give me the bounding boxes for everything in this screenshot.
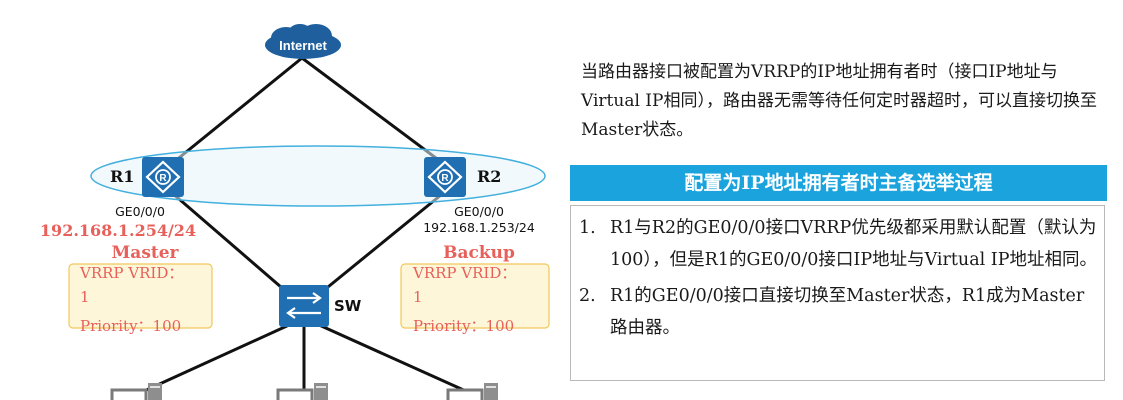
step-number: 1. <box>579 218 596 238</box>
r2-priority: Priority：100 <box>413 317 514 335</box>
intro-text: 当路由器接口被配置为VRRP的IP地址拥有者时（接口IP地址与Virtual I… <box>581 62 1097 140</box>
internet-cloud-icon <box>265 24 341 59</box>
list-item: 2. R1的GE0/0/0接口直接切换至Master状态，R1成为Master路… <box>571 280 1104 344</box>
pc-icon <box>446 383 498 400</box>
link-sw-pc3 <box>307 318 469 394</box>
step-number: 2. <box>579 286 596 306</box>
r2-interface: GE0/0/0 <box>454 204 504 219</box>
r1-ip: 192.168.1.254/24 <box>40 221 196 240</box>
r1-role: Master <box>111 243 179 263</box>
svg-text:R: R <box>159 173 167 184</box>
steps-list: 1. R1与R2的GE0/0/0接口VRRP优先级都采用默认配置（默认为100）… <box>571 212 1104 344</box>
step-text: R1与R2的GE0/0/0接口VRRP优先级都采用默认配置（默认为100），但是… <box>610 218 1097 270</box>
r2-ip: 192.168.1.253/24 <box>423 220 535 235</box>
vrrp-topology-diagram: Internet R R1 R R2 GE0/0/0 192.168.1.254… <box>40 24 550 400</box>
pc-icon <box>110 383 162 400</box>
r2-label: R2 <box>477 167 501 186</box>
r1-vrrp-box <box>68 263 213 329</box>
r2-vrrp-vrid-value: 1 <box>413 288 423 306</box>
r2-role: Backup <box>443 243 515 263</box>
panel-title: 配置为IP地址拥有者时主备选举过程 <box>570 165 1107 201</box>
step-text: R1的GE0/0/0接口直接切换至Master状态，R1成为Master路由器。 <box>610 286 1085 338</box>
r1-vrrp-vrid-value: 1 <box>80 288 90 306</box>
link-r1-sw <box>163 184 297 302</box>
list-item: 1. R1与R2的GE0/0/0接口VRRP优先级都采用默认配置（默认为100）… <box>571 212 1104 276</box>
r2-vrrp-box <box>400 263 550 329</box>
router-icon: R <box>424 157 466 197</box>
router-icon: R <box>142 157 184 197</box>
r1-priority: Priority：100 <box>80 317 181 335</box>
r1-label: R1 <box>110 167 134 186</box>
switch-icon <box>279 285 329 327</box>
link-sw-pc1 <box>141 318 301 394</box>
steps-panel: 1. R1与R2的GE0/0/0接口VRRP优先级都采用默认配置（默认为100）… <box>570 205 1105 381</box>
r1-vrrp-vrid: VRRP VRID： <box>79 264 183 282</box>
pc-icon <box>276 383 328 400</box>
link-r2-sw <box>311 184 453 302</box>
r1-interface: GE0/0/0 <box>115 204 165 219</box>
internet-label: Internet <box>279 38 327 53</box>
r2-vrrp-vrid: VRRP VRID： <box>412 264 516 282</box>
svg-text:R: R <box>441 173 449 184</box>
switch-label: SW <box>334 297 362 315</box>
